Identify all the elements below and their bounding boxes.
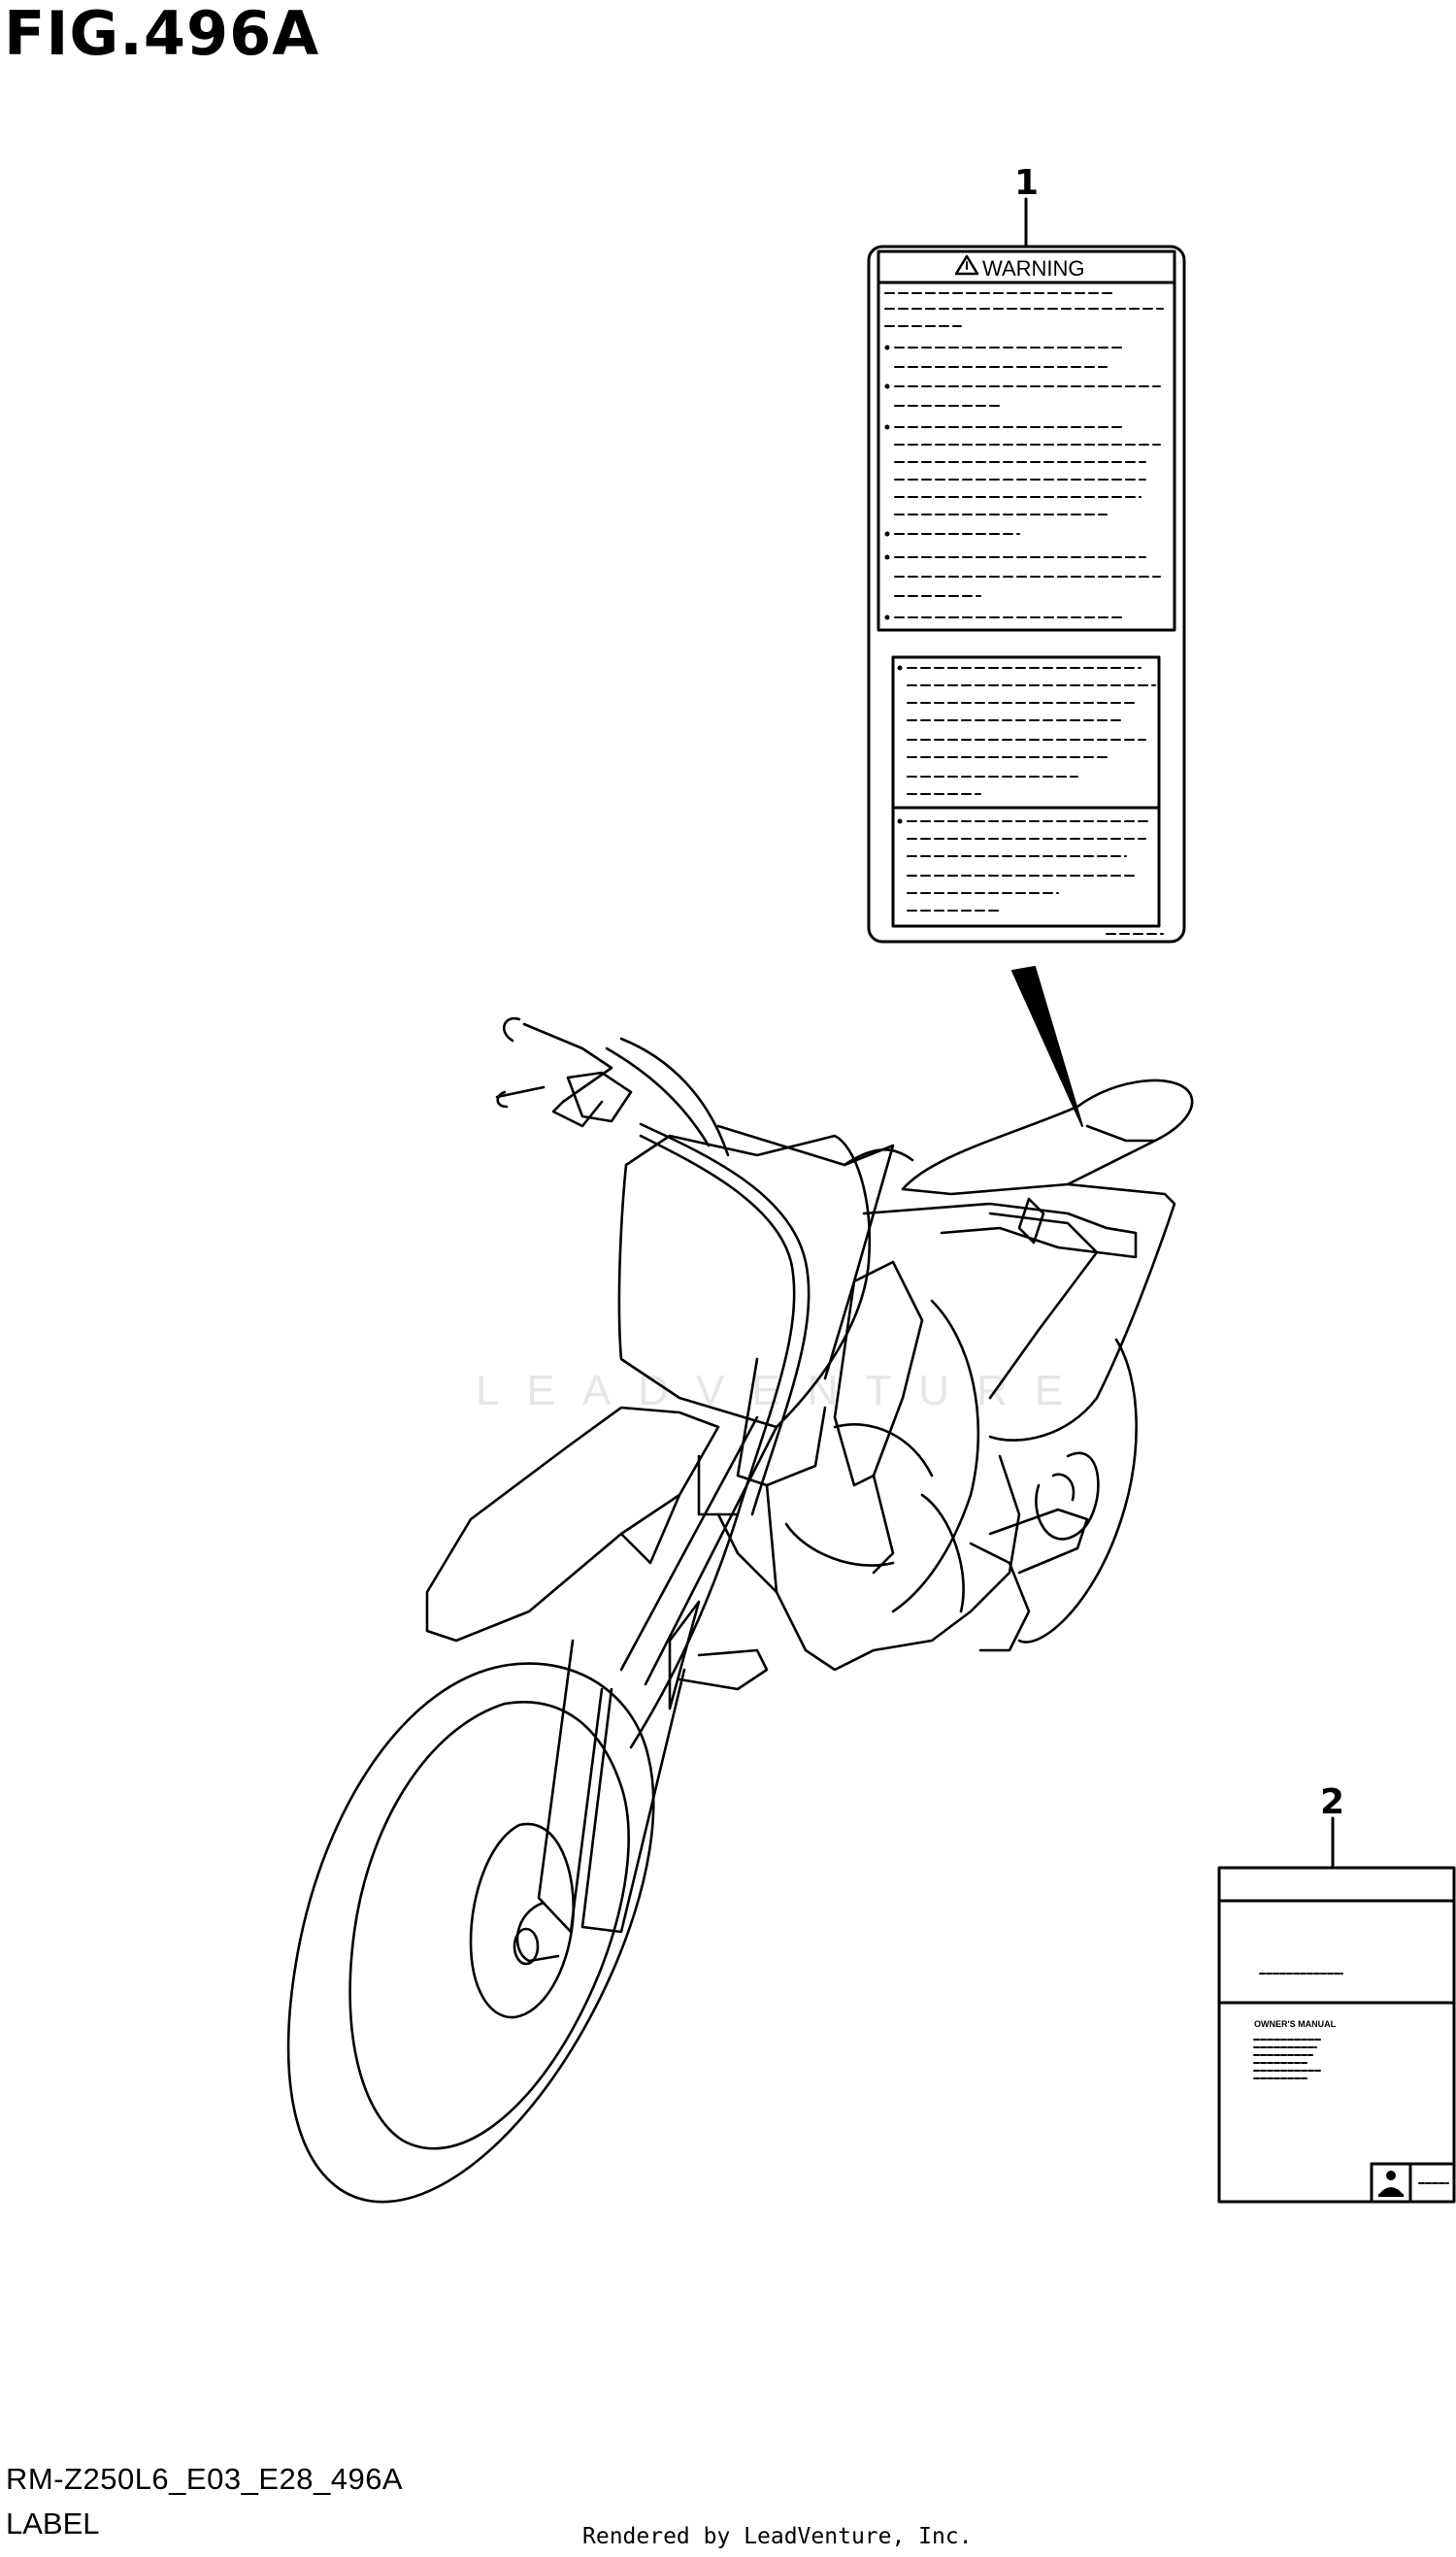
warning-triangle-icon [954,254,979,276]
leader-arrow [1011,966,1083,1127]
reader-icon [1378,2171,1404,2197]
warning-label: WARNING [867,197,1186,944]
render-credit: Rendered by LeadVenture, Inc. [582,2524,973,2549]
callout-1: 1 [1014,163,1040,203]
manual-title: OWNER'S MANUAL [1254,2019,1337,2029]
watermark: LEADVENTURE [476,1367,1091,1414]
diagram-caption: LABEL [6,2507,100,2540]
diagram-code: RM-Z250L6_E03_E28_496A [6,2462,404,2496]
figure-title: FIG.496A [4,0,320,69]
warning-heading: WARNING [982,256,1085,281]
owners-manual: OWNER'S MANUAL [1217,1816,1456,2204]
motorcycle-illustration [286,1016,1194,2204]
callout-2: 2 [1320,1782,1345,1822]
